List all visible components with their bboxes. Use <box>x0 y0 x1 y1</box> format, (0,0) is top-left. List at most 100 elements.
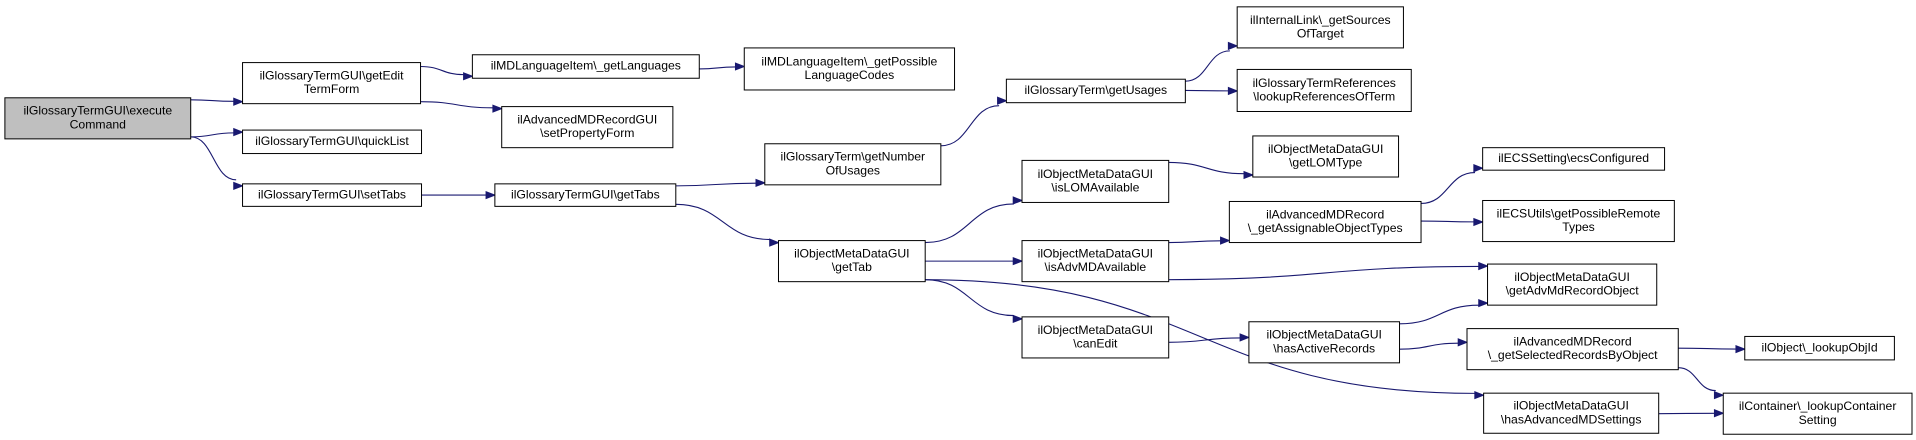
node-ilobjectmetadatagui-hasadvancedmdsettings[interactable]: ilObjectMetaDataGUI\hasAdvancedMDSetting… <box>1483 392 1660 434</box>
edge-n14-n18 <box>1168 236 1231 245</box>
node-label: TermForm <box>304 82 360 96</box>
node-ilglossaryterm-getusages[interactable]: ilGlossaryTerm\getUsages <box>1005 78 1186 104</box>
node-ilobjectmetadatagui-canedit[interactable]: ilObjectMetaDataGUI\canEdit <box>1021 316 1170 359</box>
edge-n23-n25 <box>1678 367 1725 400</box>
edge-line <box>190 132 234 138</box>
node-box <box>471 54 700 79</box>
edge-n0-n1 <box>190 97 244 106</box>
arrowhead <box>1220 236 1231 245</box>
node-ilglossarytermgui-quicklist[interactable]: ilGlossaryTermGUI\quickList <box>242 129 423 155</box>
arrowhead <box>1227 41 1239 51</box>
node-ilglossarytermreferences-lookupreferencesofterm[interactable]: ilGlossaryTermReferences\lookupReference… <box>1236 68 1412 112</box>
arrowhead <box>1478 298 1489 308</box>
arrowhead <box>769 238 780 247</box>
node-box <box>242 62 422 105</box>
node-label: ilGlossaryTermGUI\getTabs <box>511 187 660 201</box>
node-label: ilGlossaryTermGUI\execute <box>23 104 172 118</box>
node-label: OfUsages <box>826 163 880 177</box>
node-label: OfTarget <box>1297 26 1344 40</box>
node-box <box>494 183 677 207</box>
arrowhead <box>233 181 244 191</box>
edge-n8-n10 <box>940 96 1008 147</box>
arrowhead <box>1012 314 1024 324</box>
node-label: \isAdvMDAvailable <box>1045 260 1147 274</box>
edge-n14-n22 <box>1168 261 1489 281</box>
node-ilobjectmetadatagui-getlomtype[interactable]: ilObjectMetaDataGUI\getLOMType <box>1252 135 1400 178</box>
node-box <box>501 106 674 149</box>
arrowhead <box>1473 217 1485 227</box>
arrowhead <box>1012 196 1024 205</box>
node-label: ilContainer\_lookupContainer <box>1739 399 1897 413</box>
edge-line <box>699 66 736 70</box>
node-label: ilMDLanguageItem\_getPossible <box>761 54 937 68</box>
edge-n19-n22 <box>1399 298 1489 325</box>
node-label: ilGlossaryTerm\getNumber <box>781 150 926 164</box>
edge-n23-n24 <box>1678 344 1747 354</box>
arrowhead <box>1239 333 1251 342</box>
edge-line <box>1678 347 1736 350</box>
edge-n16-n25 <box>1658 409 1725 418</box>
node-box <box>1466 328 1679 371</box>
node-label: Types <box>1562 220 1595 234</box>
node-iladvancedmdrecord-getselectedrecordsbyobject[interactable]: ilAdvancedMDRecord\_getSelectedRecordsBy… <box>1466 328 1679 371</box>
node-box <box>777 240 926 283</box>
node-box <box>4 97 192 140</box>
node-layer: ilGlossaryTermGUI\executeCommandilGlossa… <box>4 6 1913 435</box>
node-box <box>1005 78 1186 104</box>
node-ilmdlanguageitem-getlanguages[interactable]: ilMDLanguageItem\_getLanguages <box>471 54 700 79</box>
arrowhead <box>1735 344 1747 354</box>
edge-n1-n5 <box>420 101 504 113</box>
edge-n1-n4 <box>420 65 474 81</box>
node-label: \hasActiveRecords <box>1273 341 1375 355</box>
edge-n19-n23 <box>1399 338 1469 350</box>
arrowhead <box>1457 338 1469 347</box>
node-ilobjectmetadatagui-islomavailable[interactable]: ilObjectMetaDataGUI\isLOMAvailable <box>1021 159 1170 203</box>
node-ilobjectmetadatagui-getadvmdrecordobject[interactable]: ilObjectMetaDataGUI\getAdvMdRecordObject <box>1487 263 1658 306</box>
node-box <box>1722 392 1913 435</box>
node-label: ilGlossaryTerm\getUsages <box>1025 83 1168 97</box>
edge-line <box>1678 367 1716 392</box>
node-label: \setPropertyForm <box>540 126 634 140</box>
node-ilglossarytermgui-settabs[interactable]: ilGlossaryTermGUI\setTabs <box>242 183 423 207</box>
node-box <box>1021 240 1170 283</box>
edge-line <box>1421 171 1476 205</box>
edge-line <box>420 65 464 76</box>
node-label: ilInternalLink\_getSources <box>1250 13 1391 27</box>
node-ilobjectmetadatagui-gettab[interactable]: ilObjectMetaDataGUI\getTab <box>777 240 926 283</box>
node-box <box>764 143 942 186</box>
edge-line <box>1168 265 1479 281</box>
edge-n7-n8 <box>675 178 767 187</box>
node-label: ilMDLanguageItem\_getLanguages <box>491 59 681 73</box>
arrowhead <box>233 97 244 106</box>
edge-line <box>1168 240 1221 244</box>
node-box <box>1236 6 1404 49</box>
node-ilglossarytermgui-gettabs[interactable]: ilGlossaryTermGUI\getTabs <box>494 183 677 207</box>
node-label: ilObjectMetaDataGUI <box>1038 323 1153 337</box>
node-label: \getLOMType <box>1289 156 1363 170</box>
node-label: ilAdvancedMDRecord <box>1514 335 1632 349</box>
arrowhead <box>1012 256 1024 266</box>
node-ilobjectmetadatagui-isadvmdavailable[interactable]: ilObjectMetaDataGUI\isAdvMDAvailable <box>1021 240 1170 283</box>
node-iladvancedmdrecordgui-setpropertyform[interactable]: ilAdvancedMDRecordGUI\setPropertyForm <box>501 106 674 149</box>
arrowhead <box>1478 261 1489 271</box>
node-ilmdlanguageitem-getpossiblelanguagecodes[interactable]: ilMDLanguageItem\_getPossibleLanguageCod… <box>743 47 956 91</box>
arrowhead <box>1713 409 1725 418</box>
arrowhead <box>1713 391 1725 400</box>
node-box <box>1228 200 1422 244</box>
arrowhead <box>734 62 746 71</box>
node-label: \_getAssignableObjectTypes <box>1248 221 1403 235</box>
node-ilobjectmetadatagui-hasactiverecords[interactable]: ilObjectMetaDataGUI\hasActiveRecords <box>1248 321 1401 364</box>
node-ilobject-lookupobjid[interactable]: ilObject\_lookupObjId <box>1744 335 1895 361</box>
edge-line <box>940 105 1000 147</box>
edge-n0-n2 <box>190 127 244 138</box>
node-ilecssetting-ecsconfigured[interactable]: ilECSSetting\ecsConfigured <box>1482 147 1666 171</box>
node-iladvancedmdrecord-getassignableobjecttypes[interactable]: ilAdvancedMDRecord\_getAssignableObjectT… <box>1228 200 1422 244</box>
node-label: ilObjectMetaDataGUI <box>1266 328 1381 342</box>
